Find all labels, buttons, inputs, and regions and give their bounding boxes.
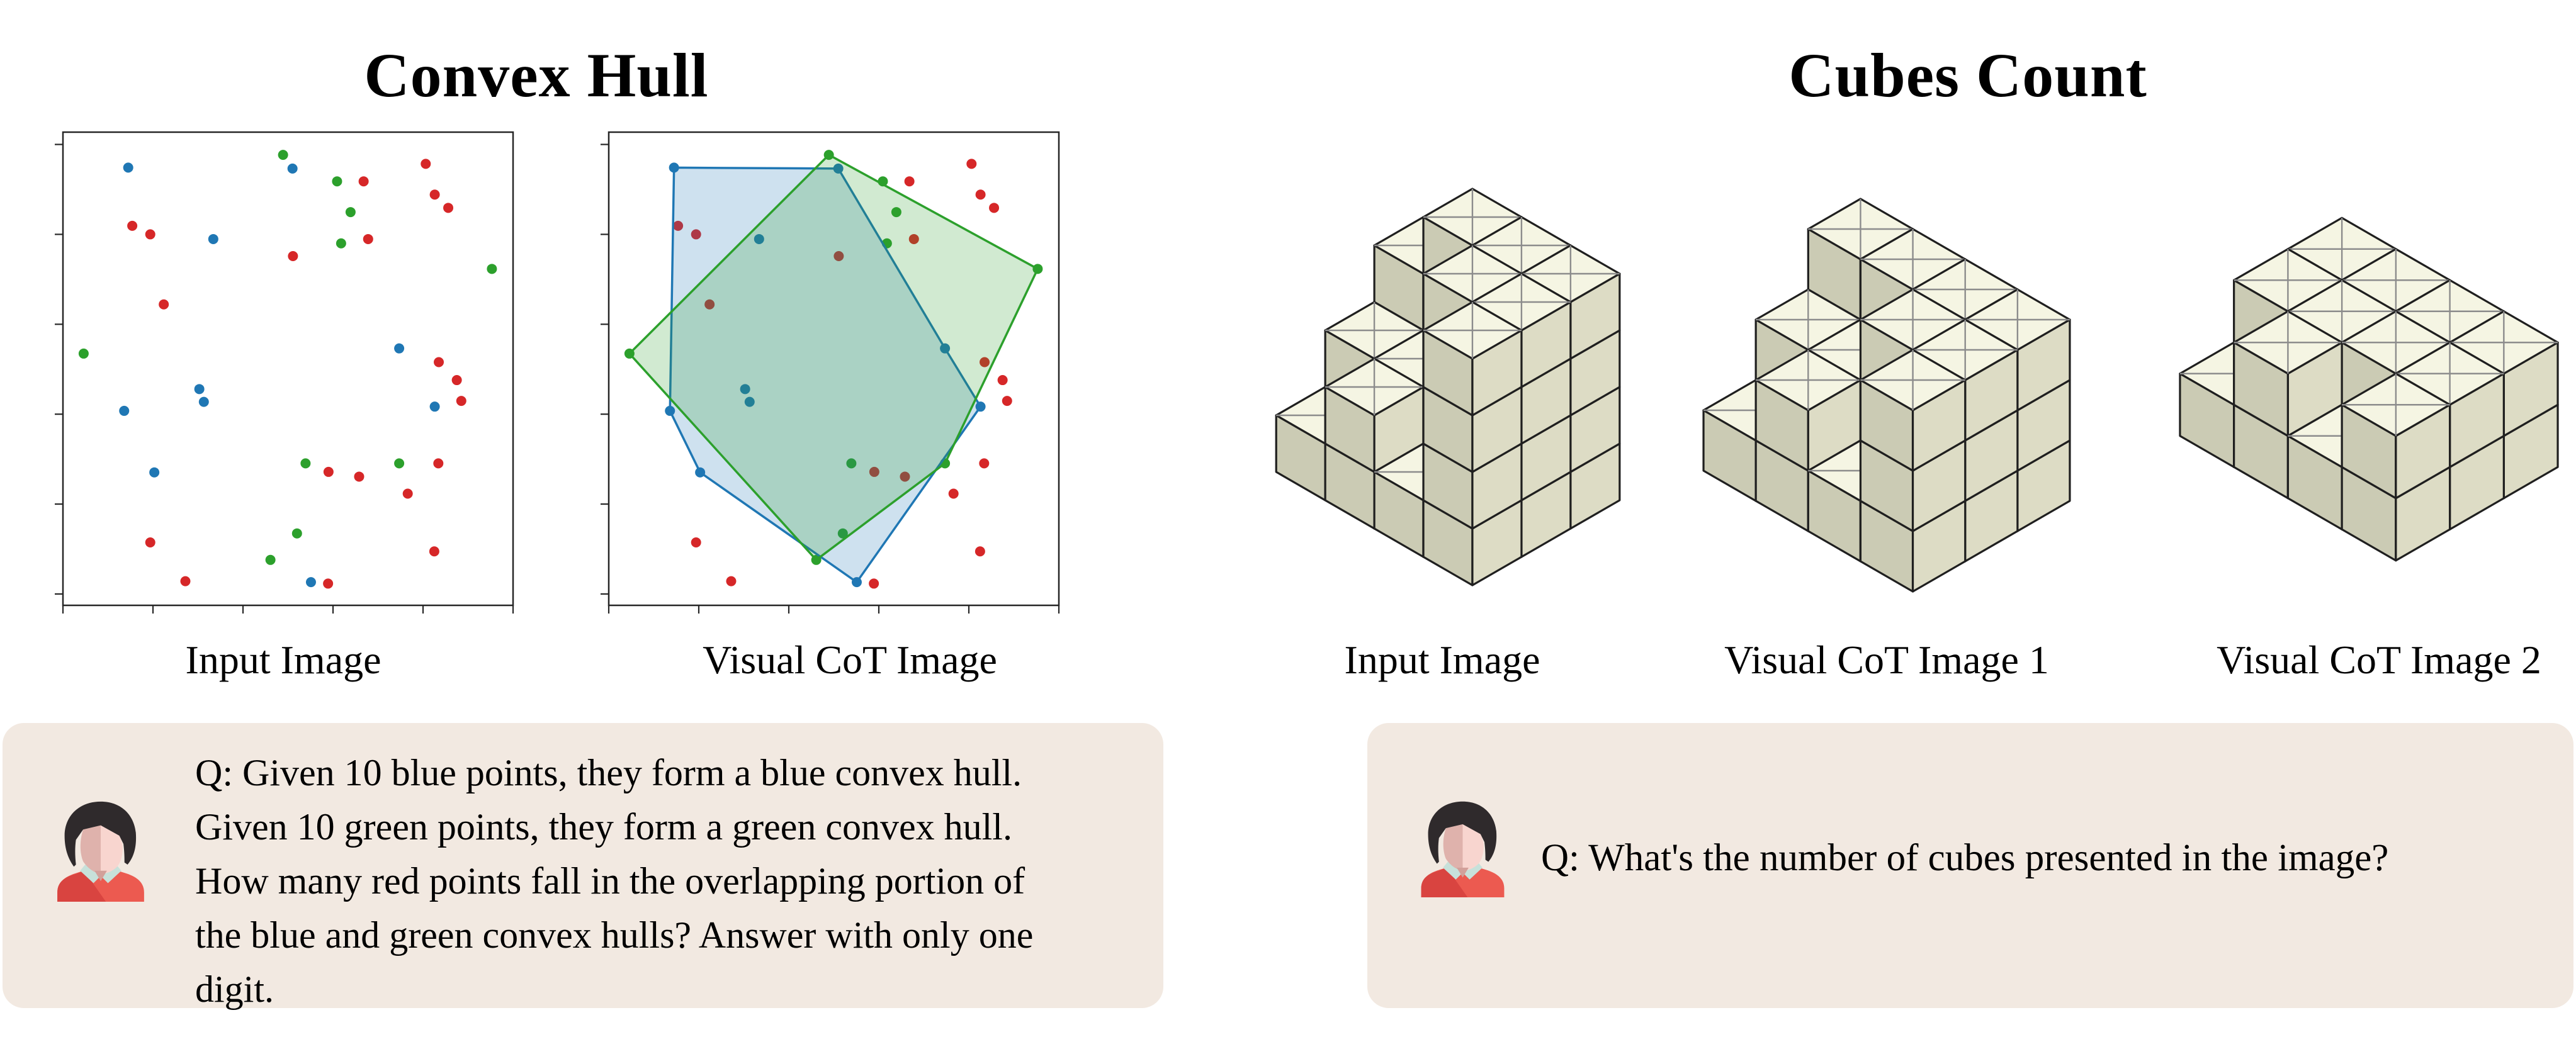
convex-hull-title: Convex Hull [364, 40, 709, 110]
convex-hull-question-box: Q: Given 10 blue points, they form a blu… [3, 723, 1163, 1010]
caption-visual-cot-image-2: Visual CoT Image 2 [2217, 637, 2541, 682]
cubes-count-question-box: Q: What's the number of cubes presented … [1367, 723, 2573, 1008]
caption-input-image-left: Input Image [185, 637, 381, 682]
cubes-count-question-text: Q: What's the number of cubes presented … [1541, 837, 2389, 879]
caption-input-image-right: Input Image [1344, 637, 1540, 682]
cubes-cot2-figure [2179, 216, 2559, 562]
cubes-input-figure [1275, 188, 1621, 586]
cubes-count-title: Cubes Count [1788, 40, 2147, 110]
caption-visual-cot-image-1: Visual CoT Image 1 [1724, 637, 2049, 682]
user-avatar-icon [1421, 801, 1505, 897]
convex-hull-cot-plot [601, 131, 1060, 614]
cubes-cot1-figure [1702, 198, 2071, 593]
convex-hull-question-text: Q: Given 10 blue points, they form a blu… [195, 752, 1034, 1010]
user-avatar-icon [57, 801, 144, 902]
caption-visual-cot-image: Visual CoT Image [703, 637, 997, 682]
convex-hull-input-plot [55, 131, 514, 614]
